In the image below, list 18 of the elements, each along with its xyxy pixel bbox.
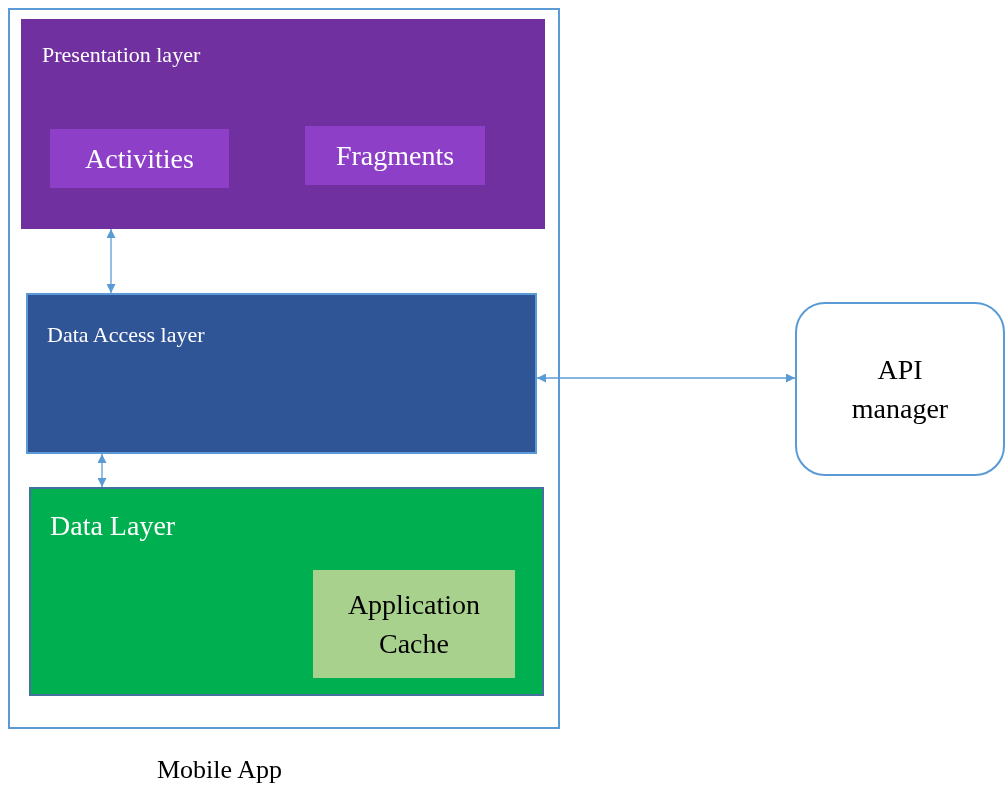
- node-label: Data Layer: [50, 509, 176, 543]
- cache-box: [313, 570, 515, 678]
- double-arrow: [536, 373, 796, 383]
- component-box: [50, 129, 229, 188]
- node-label: API manager: [850, 352, 950, 426]
- node-label: Data Access layer: [47, 321, 205, 349]
- double-arrow: [106, 228, 116, 294]
- layer-panel: [21, 19, 545, 229]
- node-label: Fragments: [334, 138, 456, 173]
- layer-panel: [26, 293, 537, 454]
- service-box: [795, 302, 1005, 476]
- node-label: Mobile App: [157, 754, 282, 786]
- component-box: [305, 126, 485, 185]
- node-label: Application Cache: [346, 587, 482, 661]
- double-arrow: [97, 453, 107, 488]
- node-label: Presentation layer: [42, 41, 201, 69]
- layer-panel: [29, 487, 544, 696]
- node-label: Activities: [84, 141, 195, 176]
